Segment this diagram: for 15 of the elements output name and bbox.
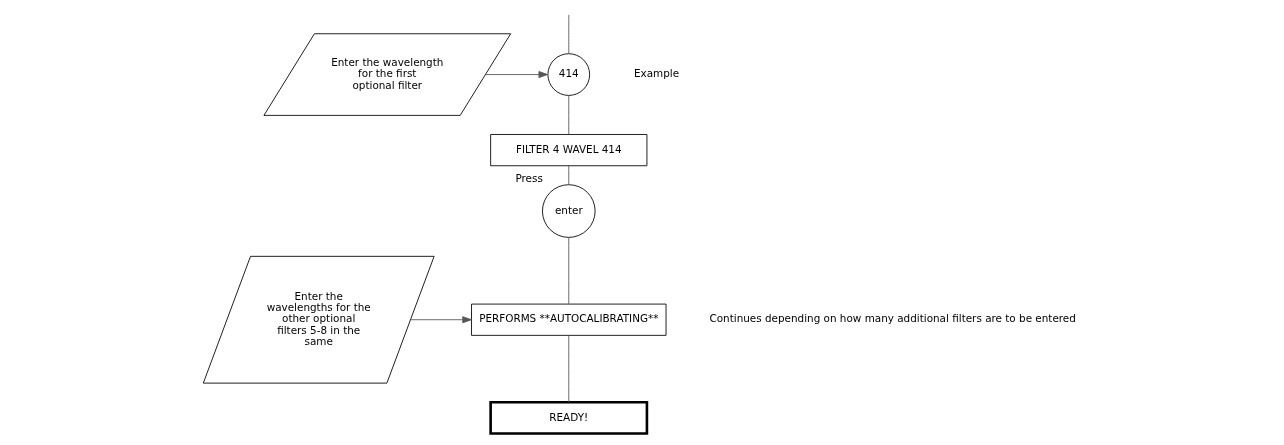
label: Continues depending on how many additional filters are to be entered bbox=[708, 312, 1076, 325]
node-box: READY! bbox=[488, 400, 648, 435]
connector bbox=[567, 14, 569, 55]
node-circle: enter bbox=[541, 184, 596, 238]
connector bbox=[567, 236, 569, 305]
arrow bbox=[409, 316, 472, 324]
node-label: Press bbox=[514, 171, 543, 184]
node-circle: 414 bbox=[547, 53, 590, 96]
connector bbox=[567, 335, 569, 403]
arrow bbox=[484, 71, 548, 79]
connector bbox=[567, 165, 569, 186]
node-box: PERFORMS **AUTOCALIBRATING** bbox=[470, 303, 666, 336]
connector bbox=[567, 95, 569, 135]
label: Example bbox=[633, 67, 679, 80]
node-box: FILTER 4 WAVEL 414 bbox=[489, 134, 647, 167]
